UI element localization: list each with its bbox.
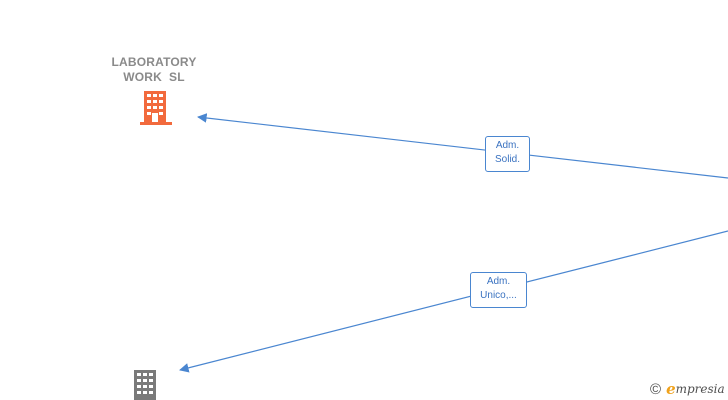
company-name-line: WORK SL	[123, 70, 185, 84]
company-name-line: LABORATORY	[111, 55, 197, 69]
brand-logo-text: mpresia	[675, 382, 725, 396]
company-name-label[interactable]: LABORATORY WORK SL	[94, 55, 214, 85]
building-icon[interactable]	[134, 370, 156, 400]
edge-line-unlabeled	[179, 230, 728, 373]
role-line: Solid.	[494, 154, 520, 165]
copyright-icon: ©	[650, 380, 662, 398]
edge-role-label[interactable]: Adm. Solid.	[485, 136, 530, 172]
brand-logo-initial: e	[666, 380, 676, 398]
edge-line-laboratory	[197, 113, 728, 179]
building-icon[interactable]	[140, 91, 172, 125]
role-line: Adm.	[495, 140, 520, 151]
role-line: Adm.	[486, 276, 511, 287]
edge-role-label[interactable]: Adm. Unico,...	[470, 272, 527, 308]
role-line: Unico,...	[480, 290, 517, 301]
brand-footer: © e mpresia	[650, 378, 725, 400]
